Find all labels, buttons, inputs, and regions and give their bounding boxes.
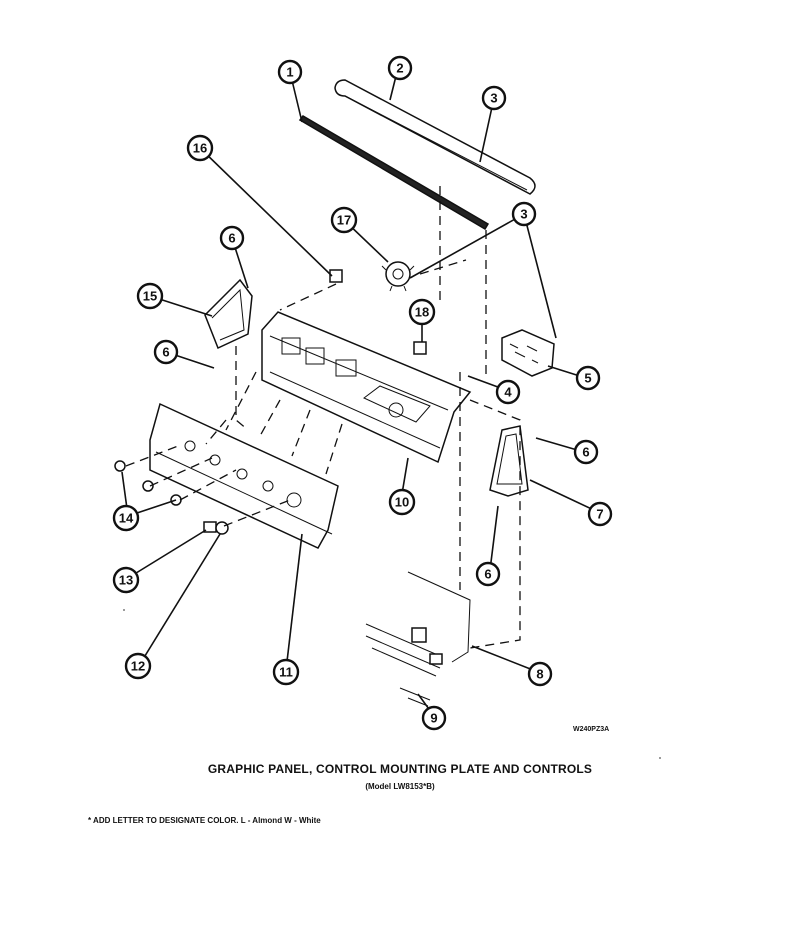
scan-speck [123,609,125,611]
svg-text:7: 7 [596,507,603,522]
assembly-lines [125,186,521,649]
callout-6: 6 [573,439,599,465]
svg-text:6: 6 [162,345,169,360]
svg-text:18: 18 [415,305,429,320]
callout-9: 9 [421,705,447,731]
part-control-mounting-plate [261,311,472,464]
svg-text:2: 2 [396,61,403,76]
part-harness-bracket [365,571,471,677]
svg-text:13: 13 [119,573,133,588]
part-clip-16 [329,269,343,283]
part-selector-switch [381,261,415,292]
callout-13: 13 [112,566,140,594]
svg-text:11: 11 [279,665,293,680]
callout-14: 14 [112,504,140,532]
part-trim-strip [298,115,490,231]
callout-7: 7 [587,501,613,527]
svg-text:6: 6 [582,445,589,460]
callout-11: 11 [272,658,300,686]
diagram-subtitle: (Model LW8153*B) [365,782,435,791]
svg-text:3: 3 [520,207,527,222]
callout-8: 8 [527,661,553,687]
part-clip-18 [413,341,427,355]
svg-text:17: 17 [337,213,351,228]
svg-text:4: 4 [504,385,512,400]
callout-17: 17 [330,206,358,234]
part-left-end-cap [204,278,253,350]
color-footnote: * ADD LETTER TO DESIGNATE COLOR. L - Alm… [88,816,321,825]
svg-text:10: 10 [395,495,409,510]
part-knob-insert-12 [215,521,229,535]
callout-2: 2 [387,55,413,81]
svg-text:8: 8 [536,667,543,682]
svg-text:14: 14 [119,511,134,526]
part-knobs [114,460,182,506]
callout-6: 6 [153,339,179,365]
callout-4: 4 [495,379,521,405]
callout-10: 10 [388,488,416,516]
svg-text:1: 1 [286,65,293,80]
callout-16: 16 [186,134,214,162]
callout-6: 6 [219,225,245,251]
callout-12: 12 [124,652,152,680]
part-top-trim [334,79,536,195]
callout-3: 3 [511,201,537,227]
svg-text:9: 9 [430,711,437,726]
part-wire [399,687,431,707]
svg-text:3: 3 [490,91,497,106]
svg-text:5: 5 [584,371,591,386]
part-right-end-cap [489,425,529,497]
svg-text:15: 15 [143,289,157,304]
callout-18: 18 [408,298,436,326]
diagram-title: GRAPHIC PANEL, CONTROL MOUNTING PLATE AN… [207,762,593,776]
callout-15: 15 [136,282,164,310]
part-timer [501,329,555,377]
callout-1: 1 [277,59,303,85]
callout-6: 6 [475,561,501,587]
part-graphic-panel [149,402,339,549]
svg-text:12: 12 [131,659,145,674]
svg-text:6: 6 [484,567,491,582]
callout-5: 5 [575,365,601,391]
scan-speck [659,757,661,759]
svg-text:6: 6 [228,231,235,246]
svg-text:16: 16 [193,141,207,156]
figure-code: W240PZ3A [573,726,610,733]
callout-3: 3 [481,85,507,111]
